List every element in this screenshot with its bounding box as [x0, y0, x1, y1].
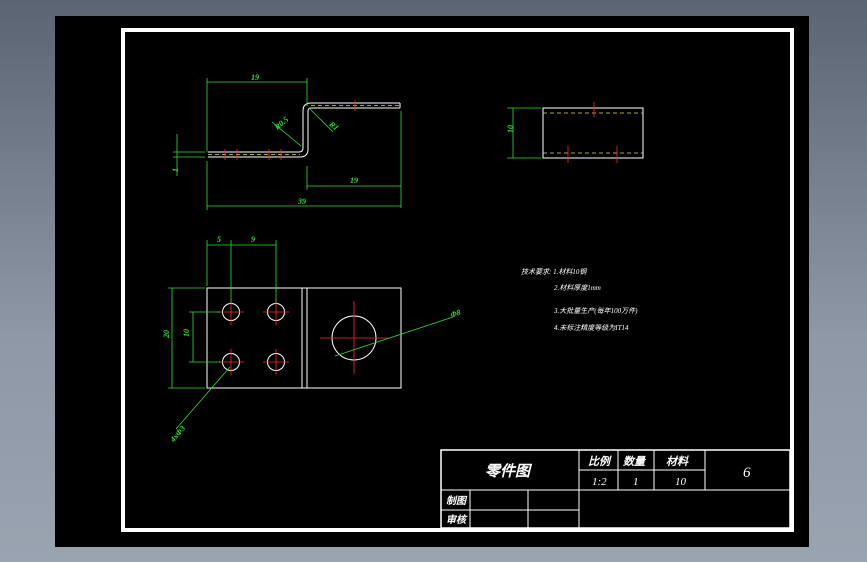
cad-viewport[interactable]: 19 R0.5 R1 1 19 39 10	[55, 16, 809, 547]
outer-frame	[121, 28, 794, 532]
front-view-centerlines	[224, 100, 356, 160]
plan-view	[168, 240, 454, 430]
front-view	[208, 102, 401, 158]
note-line-1: 技术要求: 1.材料10钢	[521, 268, 587, 276]
note-line-4: 4.未标注精度等级为IT14	[554, 324, 629, 332]
front-view-hidden	[208, 105, 400, 155]
note-line-3: 3.大批量生产(每年100万件)	[553, 307, 638, 315]
technical-notes: 技术要求: 1.材料10钢 2.材料厚度1mm 3.大批量生产(每年100万件)…	[521, 268, 638, 332]
title-qty-value: 1	[633, 476, 639, 488]
title-block	[440, 449, 791, 529]
dim-10-side: 10	[506, 125, 515, 133]
drawing-canvas: 19 R0.5 R1 1 19 39 10	[121, 28, 794, 532]
dim-39: 39	[297, 197, 306, 206]
dim-9: 9	[251, 235, 255, 244]
dim-r1: R1	[327, 119, 341, 133]
dim-4xphi3: 4xΦ3	[168, 424, 187, 445]
side-view	[507, 102, 644, 163]
dim-20: 20	[162, 330, 171, 339]
dim-phi8: Φ8	[449, 308, 462, 320]
title-material-value: 10	[675, 476, 687, 488]
title-part-name: 零件图	[485, 463, 533, 480]
front-view-dimensions	[173, 78, 402, 210]
title-material-label: 材料	[666, 455, 689, 468]
note-line-2: 2.材料厚度1mm	[554, 284, 601, 292]
dim-19-top: 19	[251, 73, 259, 82]
dim-10-left: 10	[182, 329, 191, 337]
title-drawing-no: 6	[743, 465, 751, 481]
title-qty-label: 数量	[623, 455, 647, 468]
dim-1: 1	[171, 168, 180, 172]
dim-19-bottom: 19	[350, 176, 358, 185]
title-scale-value: 1:2	[592, 476, 607, 488]
dim-5: 5	[217, 235, 221, 244]
title-drawn-label: 制图	[446, 495, 468, 507]
title-review-label: 审核	[446, 514, 468, 526]
title-scale-label: 比例	[588, 455, 612, 468]
